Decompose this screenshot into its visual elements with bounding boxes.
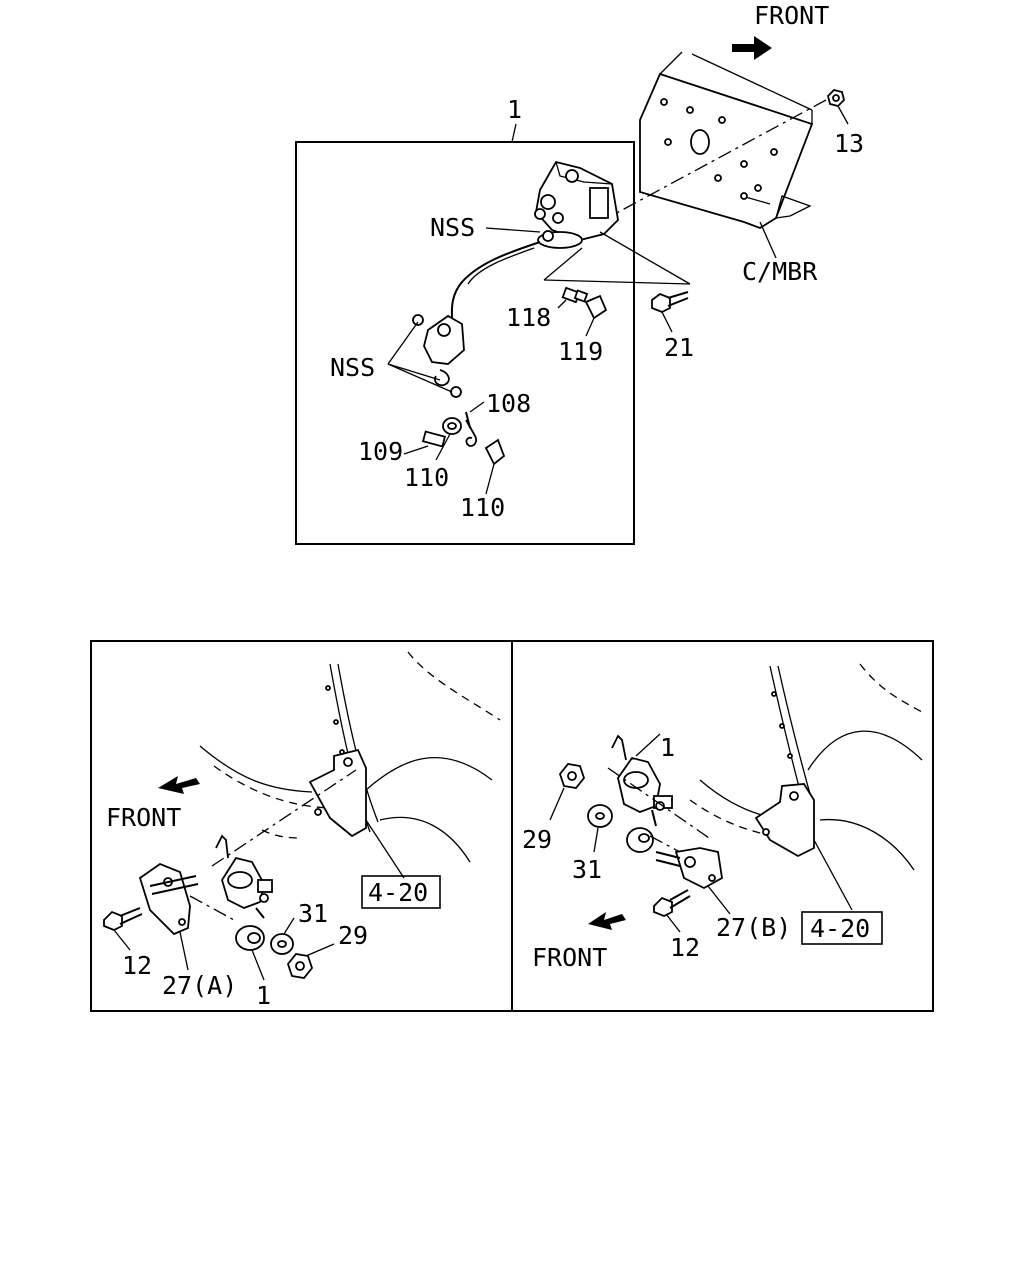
bushing-icon-b: [484, 438, 506, 466]
front-arrow-icon-left: [158, 776, 200, 794]
nss-label-lower: NSS: [330, 353, 375, 382]
callout-13: 13: [834, 129, 864, 158]
flange-bolt-icon: [651, 291, 689, 313]
front-label-top: FRONT: [754, 1, 829, 30]
washer-31-icon-right: [587, 804, 613, 828]
linkage-bracket-icon: [412, 314, 465, 398]
right-panel-b: 4-20 1 29 31: [522, 663, 923, 972]
callout-12-left: 12: [122, 951, 152, 980]
callout-110-a: 110: [404, 463, 449, 492]
callout-109: 109: [358, 437, 403, 466]
callout-1-left: 1: [256, 981, 271, 1010]
front-arrow-icon-right: [588, 912, 626, 930]
cap-icon: [584, 294, 608, 320]
nut-29-icon-left: [286, 953, 314, 979]
frame-bracket-icon-right: [754, 783, 815, 858]
callout-1-right: 1: [660, 733, 675, 762]
ref-label-left: 4-20: [368, 878, 428, 907]
nut-icon: [827, 89, 845, 107]
bracket-27a-icon: [138, 862, 199, 936]
callout-21: 21: [664, 333, 694, 362]
pin-icon: [421, 430, 447, 448]
bracket-27b-icon: [655, 847, 723, 890]
callout-29-left: 29: [338, 921, 368, 950]
callout-27b: 27(B): [716, 913, 791, 942]
front-arrow-icon: [732, 36, 772, 60]
bolt-12-icon-left: [103, 907, 143, 931]
callout-110-b: 110: [460, 493, 505, 522]
bushing-icon-right: [626, 827, 654, 853]
top-assembly: FRONT 1 C/MBR: [295, 1, 864, 545]
height-sensor-icon-left: [215, 834, 273, 919]
front-label-right: FRONT: [532, 943, 607, 972]
crossmember-frame: [639, 51, 814, 229]
callout-1-top: 1: [507, 95, 522, 124]
bushing-icon-a: [442, 417, 462, 435]
ref-box-left: [361, 875, 441, 909]
front-label-left: FRONT: [106, 803, 181, 832]
bolt-12-icon-right: [653, 889, 691, 917]
ref-label-right: 4-20: [810, 914, 870, 943]
cmbr-label: C/MBR: [742, 257, 818, 286]
spring-link-icon: [465, 411, 477, 447]
bushing-1-icon-left: [235, 925, 265, 951]
nut-29-icon-right: [558, 763, 586, 789]
ref-box-right: [801, 911, 883, 945]
callout-12-right: 12: [670, 933, 700, 962]
frame-bracket-icon: [308, 748, 367, 838]
left-panel-a: FRONT 4-20 27(A): [103, 651, 501, 1010]
callout-118: 118: [506, 303, 551, 332]
leveling-valve-icon: [534, 160, 619, 249]
nss-label-upper: NSS: [430, 213, 475, 242]
washer-31-icon-left: [270, 933, 294, 955]
callout-31-left: 31: [298, 899, 328, 928]
callout-108: 108: [486, 389, 531, 418]
callout-29-right: 29: [522, 825, 552, 854]
assembly-box: [295, 141, 635, 545]
bolt-icon: [561, 286, 589, 304]
callout-119: 119: [558, 337, 603, 366]
callout-27a: 27(A): [162, 971, 237, 1000]
callout-31-right: 31: [572, 855, 602, 884]
